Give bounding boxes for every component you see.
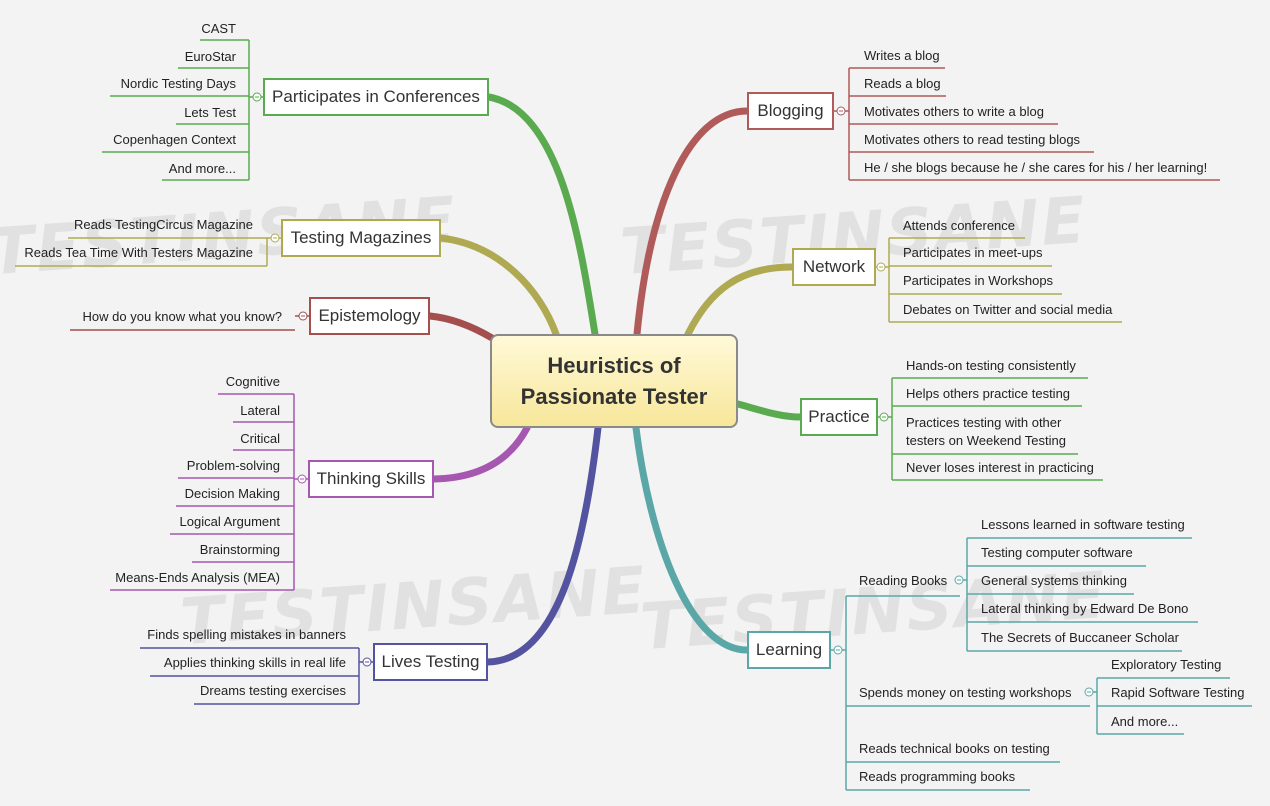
leaf-magazines: Reads TestingCircus Magazine [74,217,253,232]
leaf-reading-books: The Secrets of Buccaneer Scholar [981,630,1179,645]
branch-network [684,263,796,338]
leaf-lives-testing: Dreams testing exercises [200,683,346,698]
branch-blogging [633,107,751,338]
branch-conferences [485,93,599,338]
topic-lives-testing[interactable]: Lives Testing [373,643,488,681]
leaf-blogging: Reads a blog [864,76,941,91]
central-topic[interactable]: Heuristics of Passionate Tester [490,334,738,428]
topic-thinking-skills[interactable]: Thinking Skills [308,460,434,498]
leaf-thinking-skills: Logical Argument [179,514,280,529]
leaf-learning: Reads programming books [859,769,1016,784]
leaf-reading-books: Lateral thinking by Edward De Bono [981,601,1189,616]
branch-practice [734,400,804,421]
leaf-thinking-skills: Lateral [240,403,280,418]
branch-epistemology [426,312,496,342]
leaf-learning: Reads technical books on testing [859,741,1050,756]
leaf-conferences: Lets Test [184,105,236,120]
leaf-practice: Hands-on testing consistently [906,358,1076,373]
leaf-conferences: CAST [201,21,236,36]
leaf-workshops: Exploratory Testing [1111,657,1222,672]
subtopic-reading-books[interactable]: Reading Books [859,573,948,588]
leaf-practice: Never loses interest in practicing [906,460,1094,475]
leaf-blogging: Motivates others to write a blog [864,104,1044,119]
leaf-blogging: Motivates others to read testing blogs [864,132,1081,147]
subtopic-testing-workshops[interactable]: Spends money on testing workshops [859,685,1072,700]
branch-thinking [430,424,531,483]
topic-practice[interactable]: Practice [800,398,878,436]
leaf-thinking-skills: Decision Making [184,486,280,501]
leaf-network: Participates in Workshops [903,273,1054,288]
leaf-thinking-skills: Means-Ends Analysis (MEA) [115,570,280,585]
leaf-workshops: And more... [1111,714,1179,729]
leaf-reading-books: General systems thinking [981,573,1127,588]
topic-learning[interactable]: Learning [747,631,831,669]
leaf-network: Participates in meet-ups [903,245,1043,260]
topic-blogging[interactable]: Blogging [747,92,834,130]
topic-epistemology[interactable]: Epistemology [309,297,430,335]
topic-network[interactable]: Network [792,248,876,286]
leaf-lives-testing: Finds spelling mistakes in banners [147,627,346,642]
leaf-conferences: Nordic Testing Days [120,76,236,91]
leaf-reading-books: Lessons learned in software testing [981,517,1185,532]
leaf-network: Debates on Twitter and social media [903,302,1113,317]
leaf-reading-books: Testing computer software [981,545,1133,560]
branch-learning [632,424,751,654]
leaf-blogging: Writes a blog [864,48,940,63]
branch-magazines [437,234,560,338]
leaf-practice: Practices testing with other testers on … [906,415,1066,448]
topic-testing-magazines[interactable]: Testing Magazines [281,219,441,257]
leaf-epistemology: How do you know what you know? [82,309,282,324]
leaf-blogging: He / she blogs because he / she cares fo… [864,160,1208,175]
leaf-thinking-skills: Brainstorming [199,542,280,557]
leaf-thinking-skills: Problem-solving [186,458,280,473]
leaf-thinking-skills: Critical [240,431,280,446]
leaf-lives-testing: Applies thinking skills in real life [163,655,346,670]
leaf-conferences: And more... [168,161,236,176]
topic-conferences[interactable]: Participates in Conferences [263,78,489,116]
leaf-thinking-skills: Cognitive [225,374,280,389]
leaf-conferences: EuroStar [184,49,236,64]
leaf-network: Attends conference [903,218,1016,233]
branch-lives [484,424,602,666]
leaf-conferences: Copenhagen Context [113,132,236,147]
leaf-magazines: Reads Tea Time With Testers Magazine [24,245,253,260]
leaf-workshops: Rapid Software Testing [1111,685,1245,700]
leaf-practice: Helps others practice testing [906,386,1071,401]
